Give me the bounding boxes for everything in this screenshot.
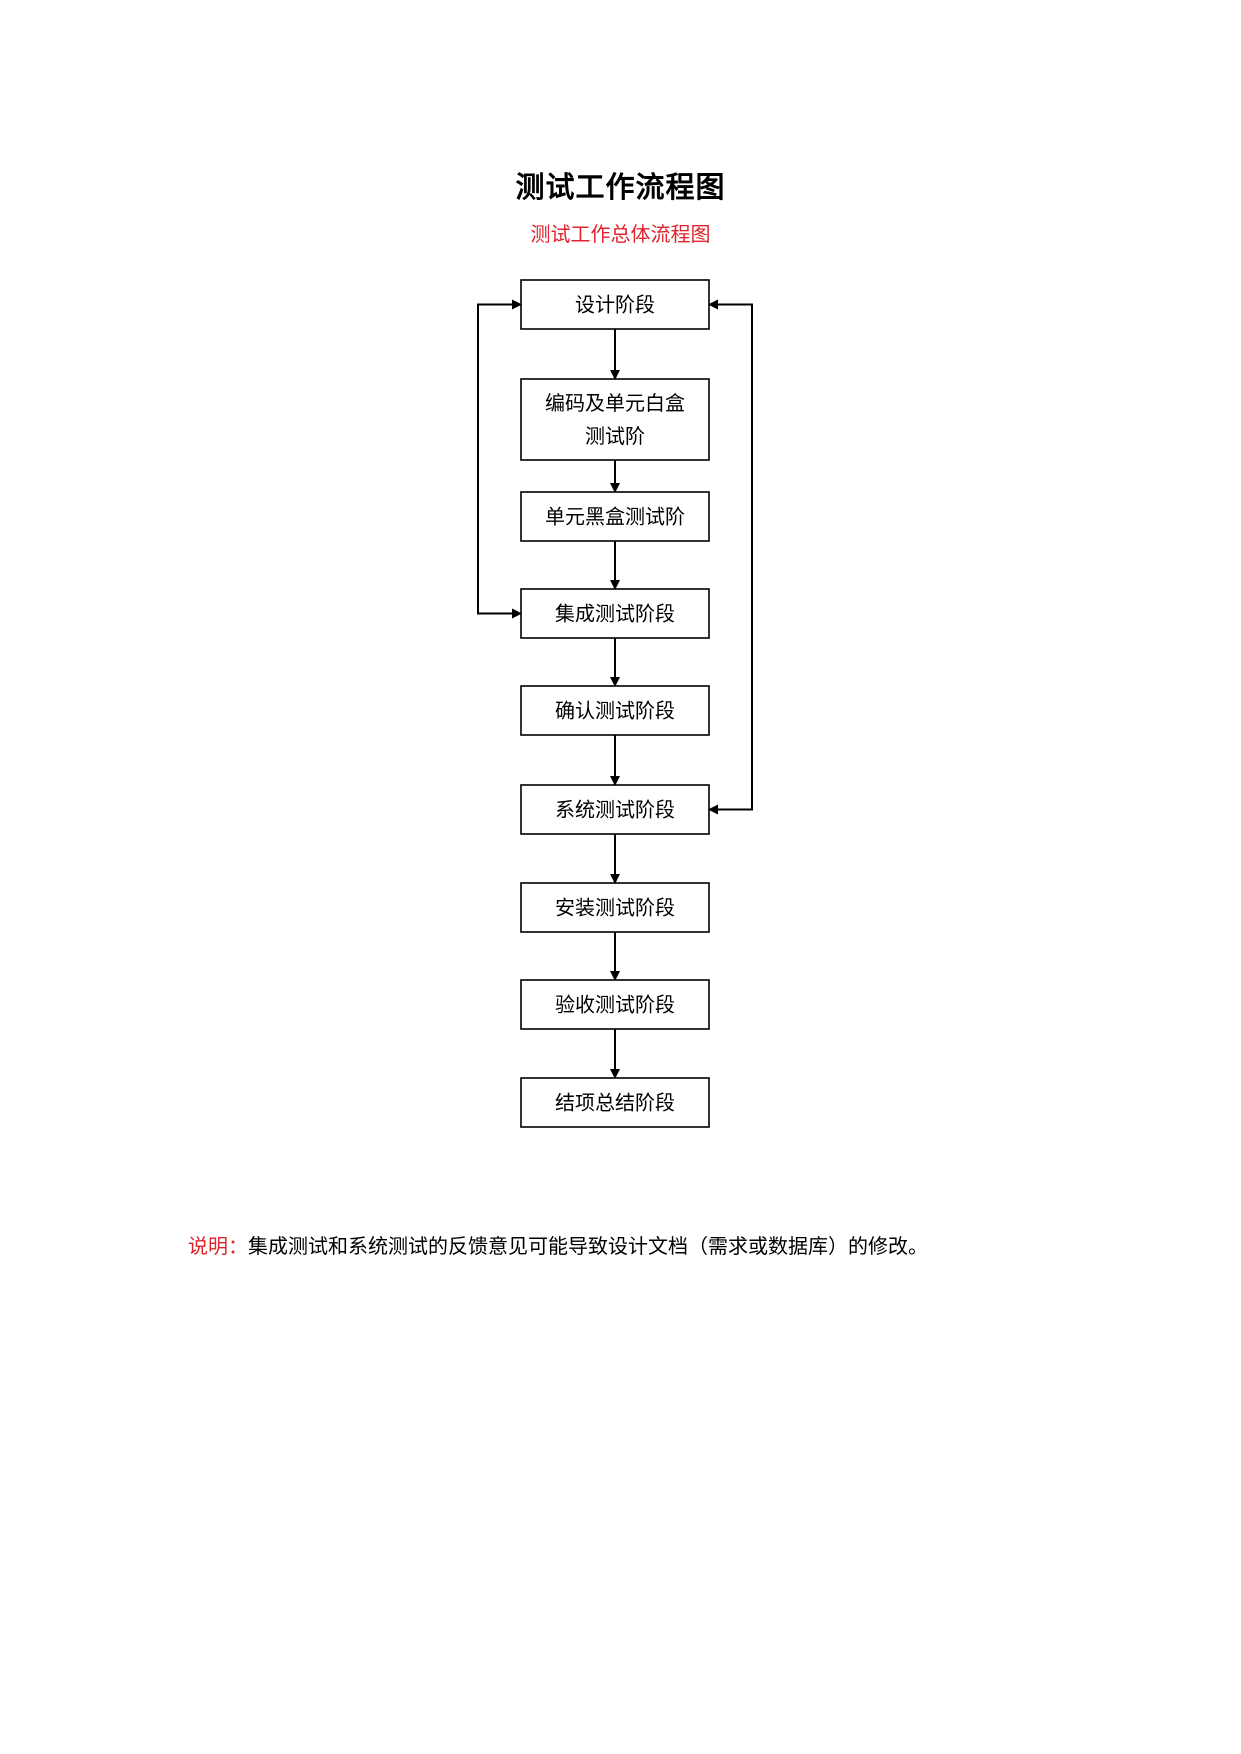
step-label-coding-whitebox: 编码及单元白盒 bbox=[545, 391, 685, 415]
step-label-unit-blackbox: 单元黑盒测试阶 bbox=[545, 505, 685, 529]
step-label-acceptance: 验收测试阶段 bbox=[555, 993, 675, 1017]
step-label-design: 设计阶段 bbox=[575, 293, 655, 317]
flowchart: 设计阶段编码及单元白盒测试阶单元黑盒测试阶集成测试阶段确认测试阶段系统测试阶段安… bbox=[477, 279, 753, 1128]
step-label-system: 系统测试阶段 bbox=[555, 798, 675, 822]
step-label-integration: 集成测试阶段 bbox=[555, 602, 675, 626]
step-box-system bbox=[520, 784, 710, 835]
page-subtitle: 测试工作总体流程图 bbox=[530, 222, 711, 246]
note-text: 集成测试和系统测试的反馈意见可能导致设计文档（需求或数据库）的修改。 bbox=[248, 1234, 928, 1258]
step-label-installation: 安装测试阶段 bbox=[555, 896, 675, 920]
note-label: 说明： bbox=[188, 1234, 248, 1258]
note: 说明：集成测试和系统测试的反馈意见可能导致设计文档（需求或数据库）的修改。 bbox=[188, 1230, 928, 1259]
step-label-coding-whitebox: 测试阶 bbox=[585, 424, 645, 448]
step-box-installation bbox=[520, 882, 710, 933]
page-title: 测试工作流程图 bbox=[515, 170, 726, 204]
step-box-acceptance bbox=[520, 979, 710, 1030]
step-box-unit-blackbox bbox=[520, 491, 710, 542]
step-label-confirmation: 确认测试阶段 bbox=[555, 699, 675, 723]
step-label-closure: 结项总结阶段 bbox=[555, 1091, 675, 1115]
step-box-coding-whitebox bbox=[520, 378, 710, 461]
step-box-confirmation bbox=[520, 685, 710, 736]
feedback-loop-left-integration-to-design bbox=[477, 299, 522, 615]
step-box-closure bbox=[520, 1077, 710, 1128]
feedback-loop-right-system-to-design bbox=[708, 299, 753, 811]
